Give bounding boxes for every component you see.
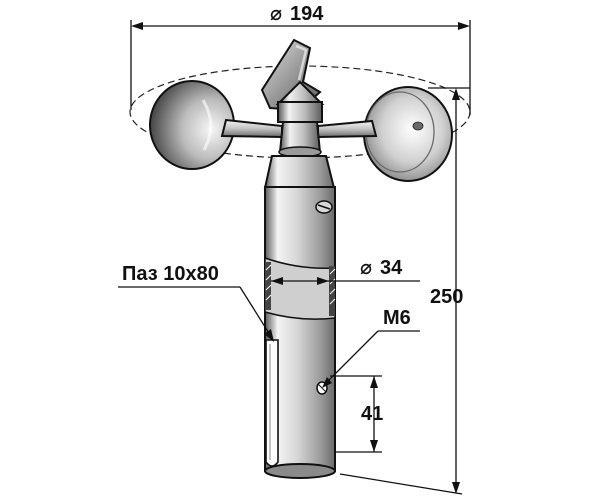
- left-cup: [149, 80, 235, 170]
- diameter-overall-symbol: ⌀: [270, 3, 282, 25]
- thread-callout: М6: [322, 307, 420, 388]
- right-cup: [363, 86, 453, 182]
- dim-height-overall: 250: [339, 87, 470, 495]
- hub: [275, 80, 325, 158]
- slot-label: Паз 10x80: [122, 263, 219, 285]
- dim-thread-offset: 41: [330, 375, 383, 453]
- slot-callout: Паз 10x80: [118, 263, 274, 342]
- shaft-diameter-label: 34: [380, 257, 403, 279]
- thread-label: М6: [383, 307, 411, 329]
- left-arm: [220, 118, 283, 139]
- diameter-overall-label: 194: [290, 3, 324, 25]
- side-screw-icon: [315, 200, 333, 214]
- shaft-diameter-symbol: ⌀: [360, 257, 372, 279]
- right-arm: [317, 119, 378, 139]
- section-band: [264, 256, 336, 320]
- thread-offset-label: 41: [361, 403, 383, 425]
- dim-diameter-overall: ⌀ 194: [130, 3, 471, 115]
- slot: [265, 339, 279, 467]
- height-overall-label: 250: [430, 286, 463, 308]
- dim-shaft-diameter: ⌀ 34: [271, 257, 420, 285]
